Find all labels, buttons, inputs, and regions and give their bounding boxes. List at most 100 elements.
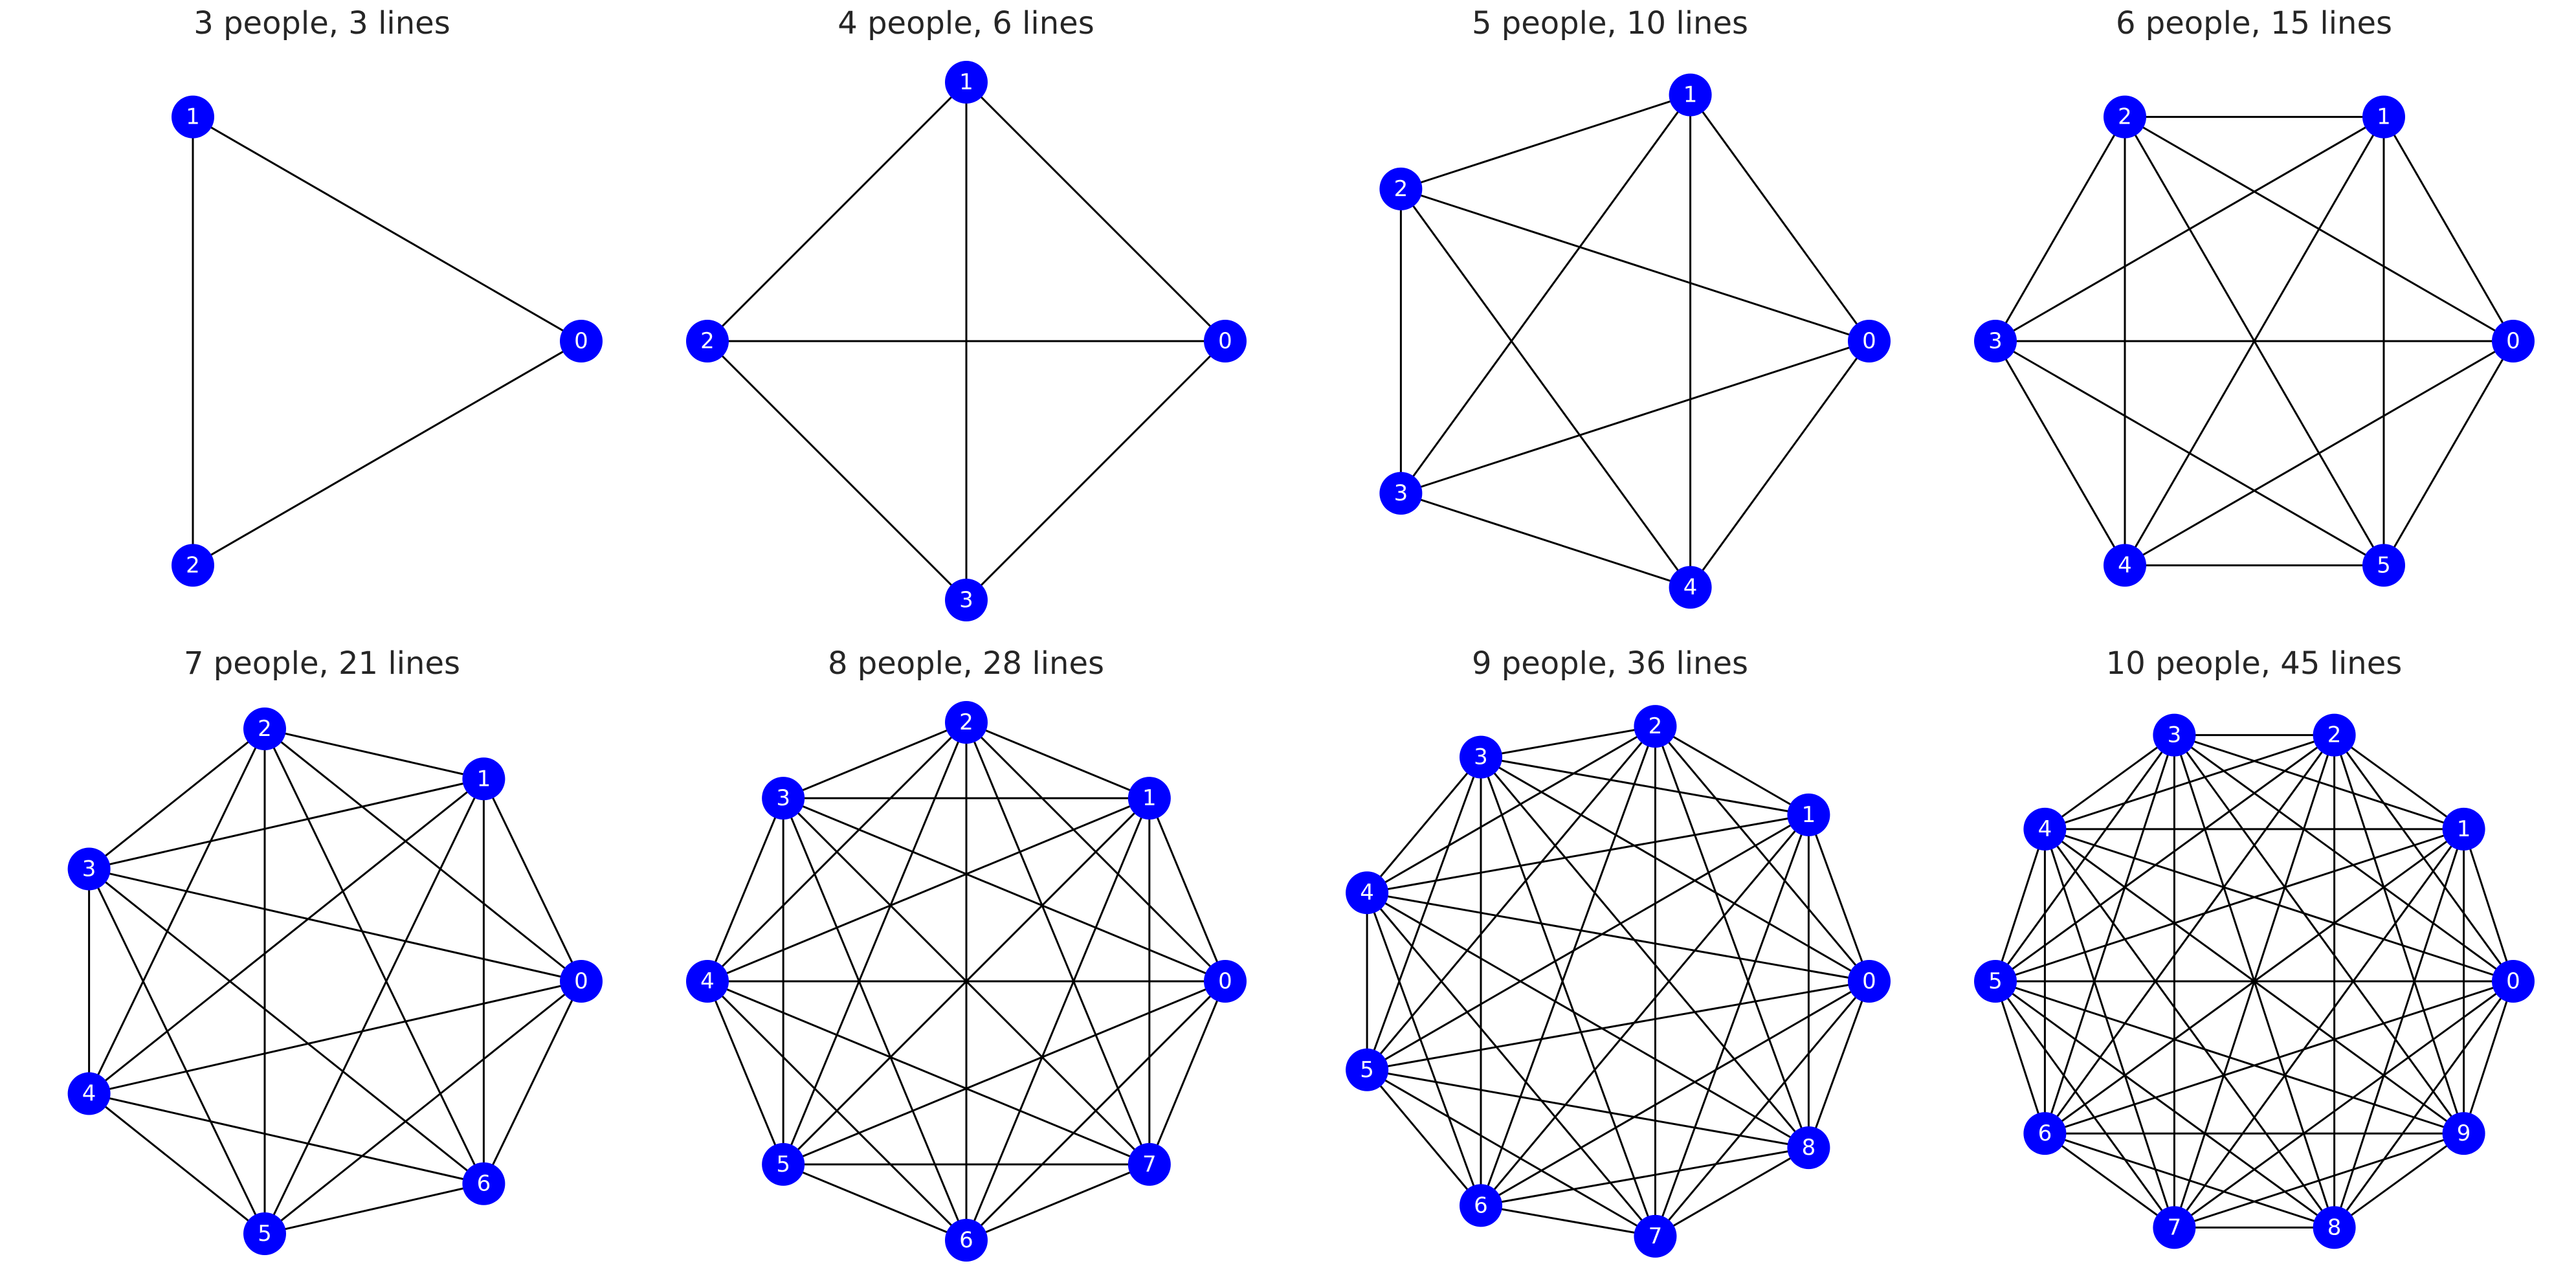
node-label: 1: [2377, 104, 2391, 130]
node-1: 1: [1787, 793, 1830, 836]
edge-2-4: [1400, 188, 1691, 588]
edge-1-3: [89, 777, 484, 870]
node-0: 0: [1204, 320, 1247, 362]
node-label: 7: [1649, 1223, 1663, 1249]
node-circle: [560, 960, 603, 1003]
edge-1-4: [707, 797, 1150, 983]
edge-4-5: [88, 1093, 265, 1235]
edge-3-4: [1994, 340, 2126, 566]
edge-0-6: [1480, 980, 1870, 1207]
node-circle: [945, 1219, 988, 1262]
edge-4-6: [89, 1093, 484, 1185]
edge-0-7: [1148, 981, 1227, 1165]
edge-2-3: [783, 721, 967, 799]
node-4: 4: [1669, 566, 1712, 609]
node-2: 2: [945, 701, 988, 744]
node-label: 1: [959, 69, 973, 95]
node-label: 1: [1683, 82, 1698, 108]
node-8: 8: [1787, 1126, 1830, 1170]
node-circle: [1460, 735, 1502, 779]
edge-0-2: [192, 340, 582, 566]
node-circle: [1634, 1214, 1677, 1258]
node-5: 5: [762, 1142, 805, 1186]
edge-5-9: [1995, 980, 2465, 1135]
node-label: 2: [700, 328, 715, 354]
node-label: 8: [2327, 1214, 2342, 1240]
node-label: 0: [2506, 968, 2520, 994]
edge-4-5: [706, 981, 784, 1165]
node-label: 2: [2327, 722, 2342, 748]
panel-title: 9 people, 36 lines: [1472, 645, 1748, 682]
panel-title: 10 people, 45 lines: [2105, 645, 2403, 682]
node-3: 3: [1974, 320, 2017, 362]
node-2: 2: [243, 707, 286, 751]
edge-5-8: [1995, 980, 2335, 1229]
node-label: 0: [1218, 968, 1232, 994]
node-4: 4: [1346, 871, 1389, 915]
node-label: 6: [959, 1227, 973, 1253]
edge-0-1: [965, 81, 1227, 342]
node-circle: [762, 777, 805, 820]
edge-0-6: [483, 981, 583, 1185]
node-label: 5: [2377, 552, 2391, 578]
node-circle: [1848, 960, 1891, 1003]
node-3: 3: [67, 847, 111, 891]
edge-3-8: [1480, 756, 1810, 1149]
panel-title: 8 people, 28 lines: [828, 645, 1104, 682]
edge-1-4: [1366, 814, 1809, 894]
edge-5-7: [1994, 981, 2175, 1229]
edge-6-8: [1480, 1146, 1809, 1207]
edge-4-6: [706, 980, 968, 1242]
edge-1-2: [966, 721, 1150, 799]
edge-4-7: [707, 980, 1150, 1166]
node-circle: [686, 960, 729, 1003]
node-circle: [172, 95, 214, 139]
edge-6-7: [1480, 1204, 1656, 1238]
edge-8-9: [2333, 1132, 2465, 1229]
node-circle: [1346, 1048, 1389, 1091]
panel-title: 7 people, 21 lines: [184, 645, 460, 682]
edge-0-1: [1689, 94, 1871, 342]
edge-2-9: [2333, 735, 2465, 1134]
edge-2-5: [782, 722, 968, 1165]
node-circle: [2442, 807, 2485, 851]
edge-3-6: [2043, 735, 2175, 1134]
node-label: 4: [2118, 552, 2132, 578]
edge-0-1: [2463, 829, 2515, 982]
node-circle: [2362, 95, 2405, 139]
node-2: 2: [1379, 167, 1423, 210]
node-circle: [1379, 167, 1423, 210]
node-4: 4: [67, 1072, 111, 1115]
edges: [706, 81, 1227, 601]
node-circle: [1204, 320, 1247, 362]
edge-3-6: [782, 797, 968, 1241]
edge-2-5: [1366, 726, 1656, 1071]
edge-2-5: [2124, 116, 2385, 566]
edge-2-6: [1480, 726, 1656, 1206]
node-label: 0: [1218, 328, 1232, 354]
edge-3-4: [706, 797, 784, 982]
node-label: 0: [2506, 328, 2520, 354]
node-label: 5: [258, 1221, 272, 1247]
node-0: 0: [1204, 960, 1247, 1003]
node-circle: [2104, 544, 2146, 587]
node-label: 2: [1649, 713, 1663, 739]
node-0: 0: [1848, 960, 1891, 1003]
edge-1-7: [1654, 814, 1810, 1237]
node-label: 3: [82, 856, 96, 882]
edge-7-8: [1654, 1146, 1810, 1238]
node-label: 6: [477, 1171, 491, 1197]
edge-5-6: [1366, 1069, 1482, 1207]
node-1: 1: [2442, 807, 2485, 851]
edge-4-7: [1366, 892, 1656, 1237]
edge-0-8: [1808, 981, 1871, 1148]
edge-0-7: [2173, 980, 2514, 1229]
node-circle: [462, 757, 505, 801]
node-5: 5: [1974, 960, 2017, 1003]
